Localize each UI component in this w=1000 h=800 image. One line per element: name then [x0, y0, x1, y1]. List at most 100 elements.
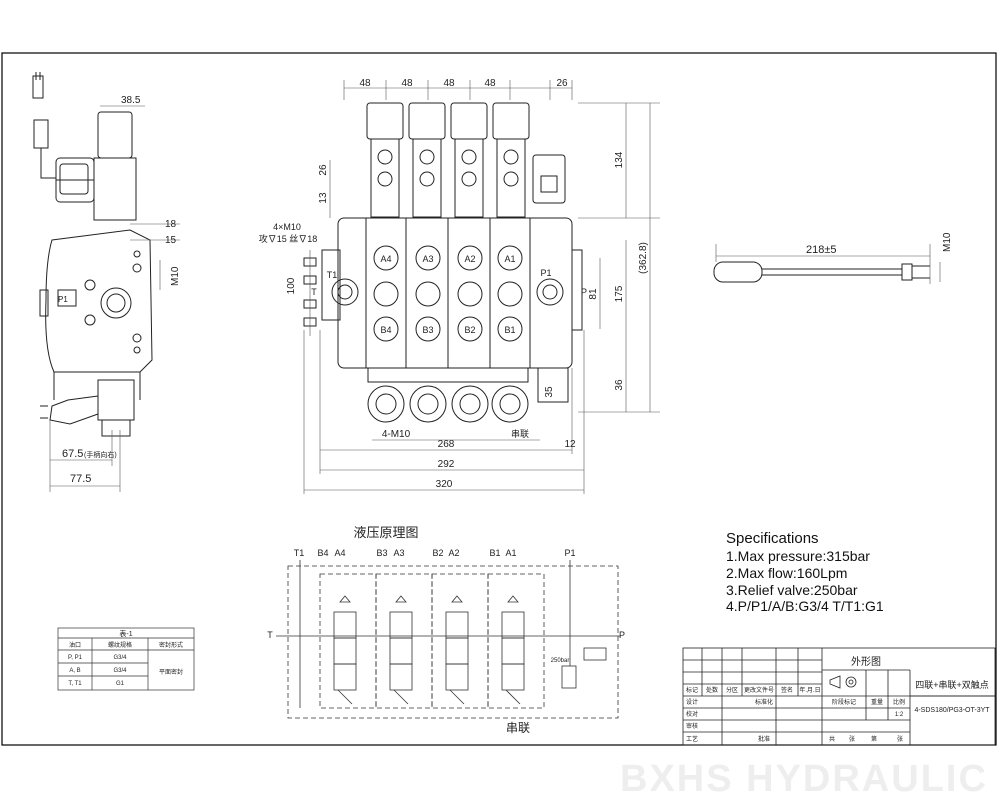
- port-t1: [331, 278, 359, 306]
- title-block: [682, 647, 996, 746]
- port-row-1-thread: G3/4: [113, 655, 127, 661]
- tb-label-scale: 比例: [893, 698, 905, 706]
- dim-35: 35: [544, 386, 555, 398]
- hydraulic-schematic: [276, 560, 620, 719]
- solenoid-head: [408, 102, 446, 140]
- handle-thread: M10: [942, 232, 953, 252]
- tb-label-approve: 批准: [758, 735, 770, 743]
- pilot-plug: [59, 163, 89, 195]
- sch-relief-label: 250bar: [551, 658, 570, 664]
- spool-section-3: [375, 573, 433, 709]
- actuator-knob: [491, 385, 529, 423]
- tb-label-date: 年.月.日: [799, 686, 820, 694]
- port-row-3-port: T, T1: [68, 681, 82, 687]
- port-p1-side: P1: [58, 295, 68, 304]
- sch-label-a3: A3: [393, 548, 404, 558]
- dim-77-5: 77.5: [70, 473, 91, 485]
- schematic-text: 液压原理图 T1 B4 A4 B3 A3 B2 A2 B1 A1 P1 T P …: [267, 525, 625, 735]
- bolts-note: 4-M10: [382, 429, 411, 440]
- tb-label-total: 共: [829, 735, 835, 743]
- tb-scale-value: 1:2: [895, 712, 904, 718]
- dim-100: 100: [286, 277, 297, 294]
- spec-port-threads: 4.P/P1/A/B:G3/4 T/T1:G1: [726, 598, 884, 614]
- tb-label-sheet-1: 张: [849, 735, 855, 743]
- schematic-title: 液压原理图: [353, 525, 418, 540]
- spool-section-4: [319, 573, 377, 709]
- side-view: [32, 72, 180, 492]
- port-table: [57, 627, 195, 691]
- sch-label-b4: B4: [317, 548, 328, 558]
- dim-26-left: 26: [318, 164, 329, 176]
- label-t1-front: T1: [327, 270, 338, 280]
- tb-label-number: 第: [871, 735, 877, 743]
- label-p1-front: P1: [540, 268, 551, 278]
- port-table-title: 表-1: [119, 629, 132, 638]
- dim-12: 12: [564, 439, 576, 450]
- tb-label-weight: 重量: [871, 698, 883, 706]
- dim-362-8: (362.8): [638, 242, 649, 274]
- tb-label-zone: 分区: [726, 686, 738, 694]
- relief-valve-symbol: [561, 665, 577, 689]
- port-table-header-3: 密封形式: [159, 641, 183, 649]
- tb-label-process: 工艺: [686, 735, 698, 743]
- actuator-knob: [409, 385, 447, 423]
- front-view: [303, 80, 660, 494]
- handle-length: 218±5: [806, 244, 837, 256]
- spool-section-2: [431, 573, 489, 709]
- dim-18: 18: [165, 219, 177, 230]
- dim-13-left: 13: [318, 192, 329, 204]
- tb-label-mark: 标记: [686, 686, 698, 694]
- tb-label-stage: 阶段标记: [832, 698, 856, 706]
- port-table-seal: 平面密封: [159, 668, 183, 676]
- sch-label-b2: B2: [432, 548, 443, 558]
- sch-label-a4: A4: [334, 548, 345, 558]
- port-row-3-thread: G1: [116, 681, 125, 687]
- solenoid-head: [492, 102, 530, 140]
- port-table-header-1: 油口: [69, 641, 81, 649]
- tb-label-sheet-2: 张: [897, 735, 903, 743]
- dim-175: 175: [614, 285, 625, 302]
- sch-label-b3: B3: [376, 548, 387, 558]
- mount-note-thread: 4×M10: [273, 222, 301, 232]
- relief-connector: [532, 154, 566, 204]
- watermark: BXHS HYDRAULIC: [620, 758, 988, 800]
- spec-max-pressure: 1.Max pressure:315bar: [726, 548, 870, 564]
- tb-label-design: 设计: [686, 698, 698, 706]
- relief-cartridge: [537, 367, 569, 403]
- projection-symbol: [829, 675, 841, 689]
- label-t-front: T: [311, 287, 317, 297]
- label-b3: B3: [422, 325, 433, 335]
- drawing-border: [1, 52, 997, 746]
- schematic-footer: 串联: [506, 721, 530, 735]
- dim-81: 81: [588, 288, 599, 300]
- port-table-header-2: 螺纹规格: [108, 641, 132, 649]
- dim-67-5: 67.5: [62, 448, 83, 460]
- sch-label-t: T: [267, 630, 273, 640]
- schematic-boundary: [287, 565, 619, 719]
- lever-note: (手柄向右): [84, 450, 117, 459]
- dim-15: 15: [165, 235, 177, 246]
- mount-note-depth: 攻∇15 丝∇18: [259, 233, 318, 244]
- solenoid-row: [366, 102, 566, 218]
- drawing-description: 四联+串联+双触点: [915, 679, 989, 690]
- dim-320: 320: [436, 479, 453, 490]
- specifications-title: Specifications: [726, 530, 819, 547]
- front-view-text: 48 48 48 48 26 134 (362.8) 175 81 36 26 …: [259, 78, 649, 490]
- top-dim-4: 48: [484, 78, 496, 89]
- port-row-1-port: P, P1: [68, 655, 83, 661]
- solenoid-coil: [97, 111, 133, 159]
- port-p1: [536, 278, 564, 306]
- title-block-text: 外形图 四联+串联+双触点 4-SDS180/PG3-OT-3YT 标记 处数 …: [686, 656, 990, 743]
- drawing-name: 外形图: [851, 656, 881, 668]
- sch-label-p: P: [619, 630, 625, 640]
- sch-label-a1: A1: [505, 548, 516, 558]
- series-note-front: 串联: [511, 429, 529, 439]
- solenoid-head: [450, 102, 488, 140]
- label-a4: A4: [380, 254, 391, 264]
- side-view-text: 38.5 18 15 M10 P1 67.5 (手柄向右) 77.5: [58, 95, 181, 485]
- tb-label-change: 更改文件号: [744, 686, 774, 694]
- label-a1: A1: [504, 254, 515, 264]
- connector-icon: [32, 75, 44, 99]
- top-dim-2: 48: [401, 78, 413, 89]
